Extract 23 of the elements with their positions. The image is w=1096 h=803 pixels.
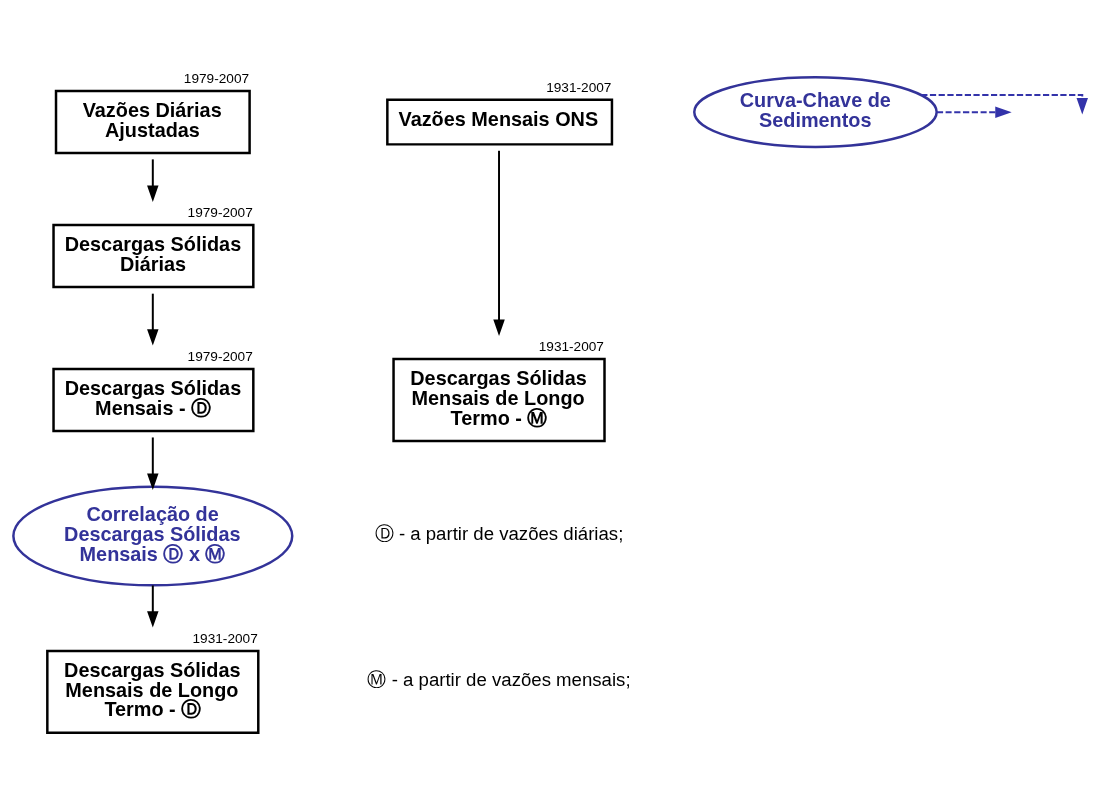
node-label: 1931-2007 — [192, 630, 258, 646]
node-box: Descargas Sólidas Mensais de Longo Termo - Ⓜ — [392, 357, 606, 442]
arrow — [147, 157, 159, 202]
arrow — [935, 106, 1012, 118]
arrow — [147, 292, 159, 346]
node-box: Descargas Sólidas Mensais de Longo Termo - Ⓓ — [46, 649, 260, 734]
node-box: Vazões Mensais ONS — [386, 97, 614, 146]
node-label: 1979-2007 — [183, 70, 250, 86]
node-label: 1931-2007 — [538, 338, 604, 354]
node-label: 1979-2007 — [187, 204, 253, 220]
node-label: 1979-2007 — [187, 348, 253, 364]
node-box: Descargas Sólidas Mensais - Ⓓ — [52, 367, 255, 432]
arrow — [493, 149, 505, 336]
node-box: Vazões Diárias Ajustadas — [54, 89, 251, 154]
label: Ⓜ - a partir de vazões mensais; — [367, 668, 631, 690]
arrow — [147, 435, 159, 490]
node-ellipse: Curva-Chave de Sedimentos — [693, 75, 938, 148]
node-box: Descargas Sólidas Diárias — [52, 223, 255, 288]
node-ellipse: Correlação de Descargas Sólidas Mensais Ⓓ x Ⓜ — [12, 485, 294, 587]
arrow — [147, 583, 159, 628]
arrow — [920, 93, 1088, 114]
node-label: 1931-2007 — [546, 79, 612, 95]
label: Ⓓ - a partir de vazões diárias; — [374, 522, 624, 544]
